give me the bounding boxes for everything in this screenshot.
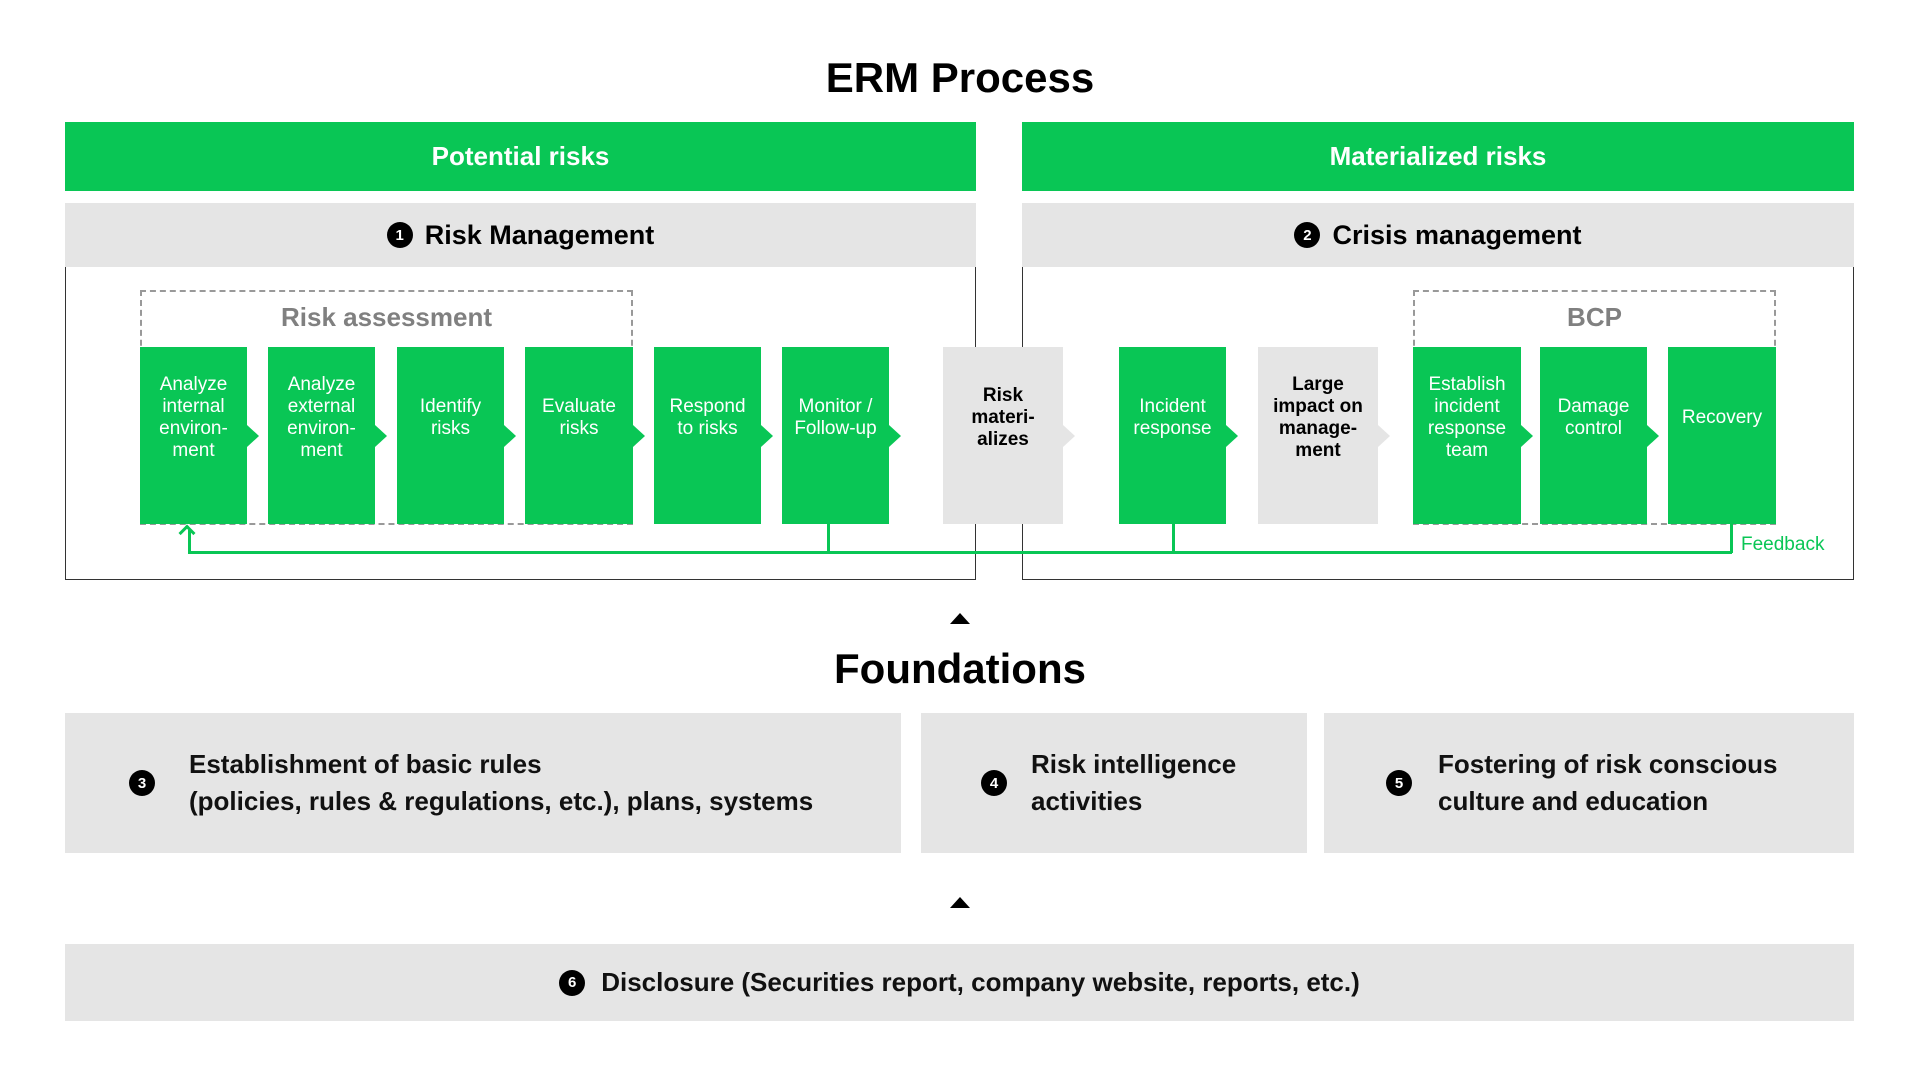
number-badge: 4 [981, 770, 1007, 796]
number-badge: 1 [386, 222, 413, 248]
step-incident-response: Incident response [1119, 347, 1226, 524]
arrow-right-icon [504, 425, 516, 447]
step-establish-team: Establish incident response team [1413, 347, 1521, 524]
triangle-up-icon [950, 897, 970, 908]
foundation-line: Fostering of risk conscious [1438, 749, 1778, 779]
arrow-right-icon [1521, 425, 1533, 447]
feedback-line-up [188, 530, 191, 554]
arrow-right-icon [247, 425, 259, 447]
step-evaluate-risks: Evaluate risks [525, 347, 633, 524]
arrow-right-icon [375, 425, 387, 447]
foundation-basic-rules: 3 Establishment of basic rules (policies… [65, 713, 901, 853]
crisis-management-header: 2 Crisis management [1022, 203, 1854, 267]
foundations-title: Foundations [834, 645, 1086, 692]
number-badge: 3 [129, 770, 155, 796]
step-analyze-external: Analyze external environ-ment [268, 347, 375, 524]
step-risk-materializes: Risk materi-alizes [943, 347, 1063, 524]
step-identify-risks: Identify risks [397, 347, 504, 524]
arrow-right-icon [1378, 425, 1390, 447]
materialized-risks-header: Materialized risks [1022, 122, 1854, 191]
step-recovery: Recovery [1668, 347, 1776, 524]
feedback-connector-monitor [827, 524, 830, 553]
foundation-line: culture and education [1438, 786, 1709, 816]
step-large-impact: Large impact on manage-ment [1258, 347, 1378, 524]
risk-management-label: Risk Management [424, 219, 655, 250]
arrow-right-icon [633, 425, 645, 447]
disclosure-box: 6 Disclosure (Securities report, company… [65, 944, 1854, 1021]
triangle-up-icon [950, 613, 970, 624]
crisis-management-label: Crisis management [1332, 219, 1582, 250]
arrow-right-icon [1063, 425, 1075, 447]
feedback-label: Feedback [1741, 534, 1825, 555]
step-monitor-follow-up: Monitor / Follow-up [782, 347, 889, 524]
feedback-connector-recovery [1730, 524, 1733, 553]
risk-management-header: 1 Risk Management [65, 203, 976, 267]
number-badge: 5 [1386, 770, 1412, 796]
diagram-title: ERM Process [825, 54, 1095, 101]
arrow-right-icon [889, 425, 901, 447]
potential-risks-header: Potential risks [65, 122, 976, 191]
bcp-label: BCP [1567, 302, 1622, 332]
number-badge: 2 [1294, 222, 1321, 248]
foundation-line: Establishment of basic rules [189, 749, 542, 779]
foundation-risk-culture: 5 Fostering of risk conscious culture an… [1324, 713, 1854, 853]
feedback-line [188, 551, 1732, 554]
foundation-line: activities [1031, 786, 1143, 816]
number-badge: 6 [559, 969, 586, 996]
feedback-connector-incident [1172, 524, 1175, 553]
step-analyze-internal: Analyze internal environ-ment [140, 347, 247, 524]
foundation-line: Risk intelligence [1031, 749, 1237, 779]
disclosure-label: Disclosure (Securities report, company w… [601, 967, 1360, 997]
risk-assessment-label: Risk assessment [280, 302, 493, 332]
foundation-risk-intelligence: 4 Risk intelligence activities [921, 713, 1307, 853]
arrow-right-icon [1647, 425, 1659, 447]
arrow-right-icon [761, 425, 773, 447]
step-respond-to-risks: Respond to risks [654, 347, 761, 524]
step-damage-control: Damage control [1540, 347, 1647, 524]
arrow-right-icon [1226, 425, 1238, 447]
foundation-line: (policies, rules & regulations, etc.), p… [189, 786, 814, 816]
